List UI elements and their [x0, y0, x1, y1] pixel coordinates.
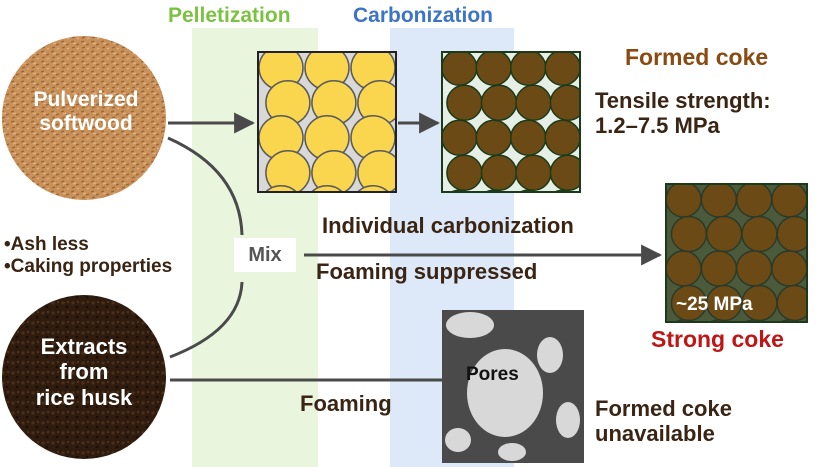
softwood-image — [2, 36, 166, 200]
coke-circle — [544, 52, 580, 86]
stage-pelletization: Pelletization — [168, 4, 291, 27]
pores-label: Pores — [466, 364, 519, 385]
stage-carbonization: Carbonization — [353, 4, 493, 27]
strong-coke-circle — [700, 184, 738, 218]
coke-circle — [480, 84, 518, 121]
coke-circle — [515, 84, 552, 121]
strong-coke-circle — [771, 250, 807, 287]
foaming-suppressed-label: Foaming suppressed — [316, 259, 538, 284]
coke-circle — [442, 119, 478, 156]
pellet-circle — [265, 150, 311, 192]
coke-circle — [446, 154, 483, 191]
property-caking: •Caking properties — [4, 255, 173, 277]
strong-coke-circle — [741, 215, 778, 253]
foaming-label: Foaming — [300, 391, 392, 416]
strong-coke-circle — [735, 184, 773, 218]
coke-circle — [446, 84, 483, 121]
mix-box: Mix — [234, 238, 296, 272]
strong-coke-circle — [670, 215, 708, 253]
tensile-strength: Tensile strength: 1.2–7.5 MPa — [595, 88, 771, 139]
softwood-to-mix-line — [167, 136, 244, 236]
properties-list: •Ash less •Caking properties — [4, 234, 172, 278]
rice-husk-label: Extracts from rice husk — [35, 334, 133, 410]
coke-grid — [442, 52, 580, 192]
coke-circle — [480, 154, 518, 191]
strong-coke-circle — [705, 215, 743, 253]
strong-coke-circle — [666, 250, 702, 287]
softwood-label: Pulverized softwood — [33, 88, 139, 136]
strong-coke-circle — [735, 250, 773, 287]
strong-coke-circle — [700, 250, 738, 287]
coke-circle — [544, 119, 580, 156]
pellet-circle — [264, 185, 298, 192]
pellet-circle — [311, 150, 357, 192]
pellet-circle — [310, 185, 344, 192]
coke-circle — [510, 119, 547, 156]
strong-coke-circle — [771, 184, 807, 218]
strong-coke-label: Strong coke — [651, 326, 784, 352]
strong-coke-circle — [666, 184, 702, 218]
coke-circle — [515, 154, 552, 191]
strong-coke-value: ~25 MPa — [676, 294, 753, 315]
rice-husk-image — [2, 295, 166, 459]
foamed-coke-image — [442, 310, 584, 463]
individual-carbonization-label: Individual carbonization — [322, 213, 574, 238]
strong-coke-grid — [666, 184, 807, 322]
pellet-circle — [357, 150, 396, 192]
coke-circle — [510, 52, 547, 86]
coke-circle — [475, 52, 512, 86]
property-ash-less: •Ash less — [4, 234, 89, 255]
pellet-grid — [258, 52, 396, 192]
pellet-circle — [356, 185, 390, 192]
formed-coke-title: Formed coke — [625, 44, 769, 70]
husk-to-mix-line — [169, 281, 244, 359]
coke-circle — [475, 119, 512, 156]
coke-circle — [442, 52, 478, 86]
formed-coke-unavailable: Formed coke unavailable — [595, 396, 732, 447]
